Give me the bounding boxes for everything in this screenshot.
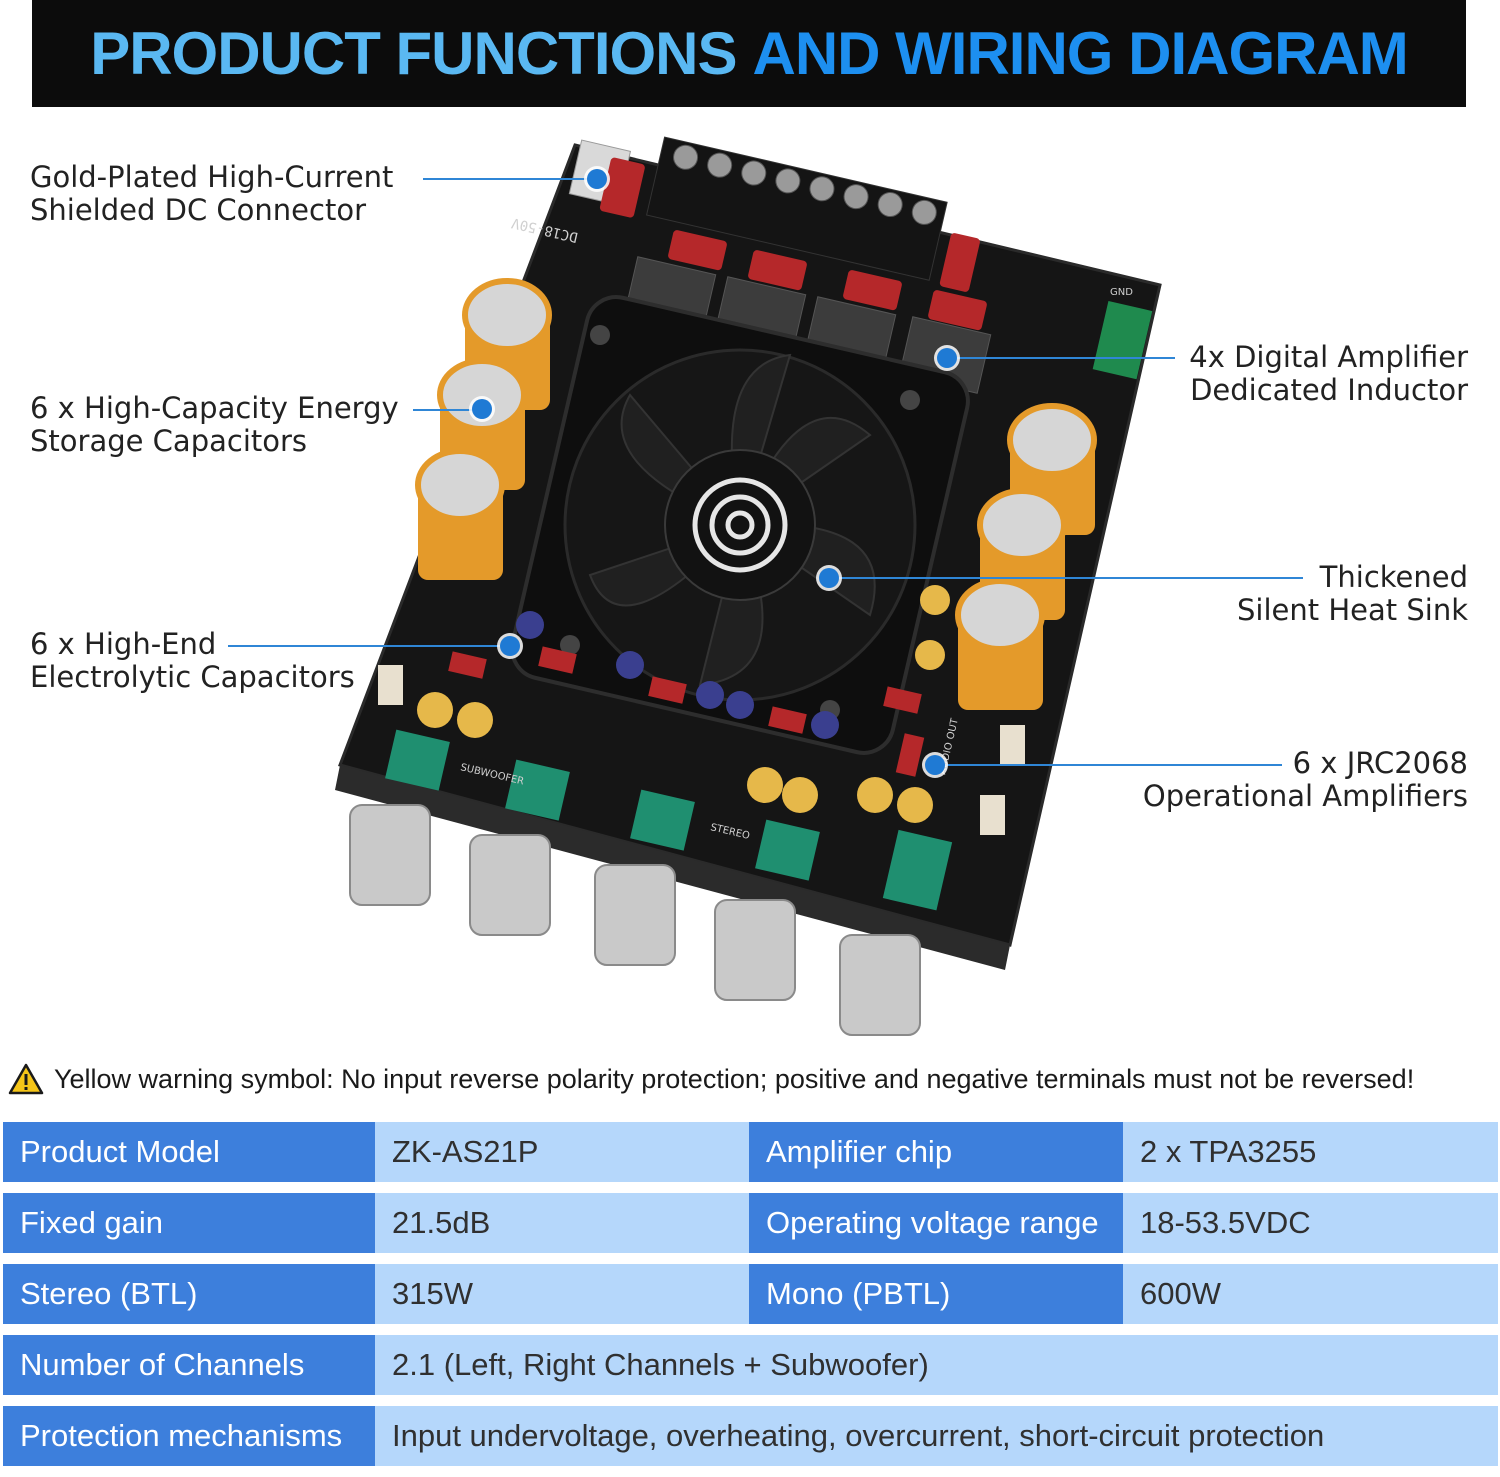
callout-op-amps-line1: 6 x JRC2068 bbox=[1292, 746, 1468, 780]
callout-dot-dc bbox=[587, 169, 607, 189]
spec-value: 2 x TPA3255 bbox=[1123, 1122, 1498, 1182]
spec-key: Protection mechanisms bbox=[3, 1406, 375, 1466]
spec-value: 2.1 (Left, Right Channels + Subwoofer) bbox=[375, 1335, 1498, 1395]
spec-value: 600W bbox=[1123, 1264, 1498, 1324]
callout-op-amps: 6 x JRC2068 Operational Amplifiers bbox=[1143, 747, 1468, 813]
callout-heat-sink: Thickened Silent Heat Sink bbox=[1237, 561, 1468, 627]
spec-table: Product Model ZK-AS21P Amplifier chip 2 … bbox=[3, 1122, 1498, 1477]
cooling-fan-heatsink bbox=[510, 295, 970, 755]
callout-energy-caps: 6 x High-Capacity Energy Storage Capacit… bbox=[30, 392, 399, 458]
page-title-banner: PRODUCT FUNCTIONS AND WIRING DIAGRAM bbox=[32, 0, 1466, 107]
spec-key: Number of Channels bbox=[3, 1335, 375, 1395]
energy-capacitors-right bbox=[955, 403, 1097, 710]
silk-gnd-label: GND bbox=[1110, 287, 1133, 298]
spec-key: Fixed gain bbox=[3, 1193, 375, 1253]
volume-knobs bbox=[349, 804, 921, 1036]
callout-heat-sink-line2: Silent Heat Sink bbox=[1237, 593, 1468, 627]
red-film-capacitors-bottom bbox=[448, 646, 925, 777]
callout-inductor: 4x Digital Amplifier Dedicated Inductor bbox=[1189, 341, 1468, 407]
callout-dot-heat-sink bbox=[819, 568, 839, 588]
callout-dc-line1: Gold-Plated High-Current bbox=[30, 160, 394, 194]
table-row: Stereo (BTL) 315W Mono (PBTL) 600W bbox=[3, 1264, 1498, 1324]
spec-value: 18-53.5VDC bbox=[1123, 1193, 1498, 1253]
table-row: Number of Channels 2.1 (Left, Right Chan… bbox=[3, 1335, 1498, 1395]
callout-inductor-line2: Dedicated Inductor bbox=[1190, 373, 1468, 407]
callout-line-op-amps bbox=[935, 764, 1282, 766]
callout-dot-inductor bbox=[937, 348, 957, 368]
title-part-1: PRODUCT FUNCTIONS bbox=[90, 20, 737, 87]
amplifier-board-svg: DC18-50V GND bbox=[335, 136, 1162, 1036]
callout-op-amps-line2: Operational Amplifiers bbox=[1142, 779, 1468, 813]
callout-dc-connector: Gold-Plated High-Current Shielded DC Con… bbox=[30, 161, 393, 227]
front-panel bbox=[335, 765, 1010, 970]
callout-line-inductor bbox=[947, 357, 1175, 359]
io-connectors bbox=[378, 665, 1025, 835]
amplifier-board-illustration: DC18-50V GND bbox=[330, 135, 1190, 1045]
callout-inductor-line1: 4x Digital Amplifier bbox=[1189, 340, 1468, 374]
electrolytic-capacitors-small bbox=[417, 585, 950, 823]
callout-line-heat-sink bbox=[830, 577, 1303, 579]
warning-triangle-icon bbox=[8, 1063, 44, 1095]
red-film-capacitors-top bbox=[599, 157, 987, 331]
callout-dot-op-amps bbox=[925, 755, 945, 775]
callout-line-energy-caps bbox=[413, 409, 481, 411]
callout-electrolytic-line1: 6 x High-End bbox=[30, 627, 217, 661]
table-row: Protection mechanisms Input undervoltage… bbox=[3, 1406, 1498, 1466]
callout-line-electrolytic bbox=[228, 645, 513, 647]
callout-dc-line2: Shielded DC Connector bbox=[30, 193, 366, 227]
callout-dot-energy-caps bbox=[472, 399, 492, 419]
spec-key: Amplifier chip bbox=[749, 1122, 1123, 1182]
bluetooth-antenna-module bbox=[1092, 300, 1153, 380]
callout-line-dc bbox=[423, 178, 599, 180]
callout-heat-sink-line1: Thickened bbox=[1319, 560, 1468, 594]
callout-electrolytic-line2: Electrolytic Capacitors bbox=[30, 660, 355, 694]
warning-text: Yellow warning symbol: No input reverse … bbox=[54, 1063, 1415, 1094]
table-row: Product Model ZK-AS21P Amplifier chip 2 … bbox=[3, 1122, 1498, 1182]
callout-energy-line2: Storage Capacitors bbox=[30, 424, 308, 458]
spec-key: Operating voltage range bbox=[749, 1193, 1123, 1253]
energy-capacitors-left bbox=[415, 278, 552, 580]
spec-value: 21.5dB bbox=[375, 1193, 749, 1253]
spec-value: Input undervoltage, overheating, overcur… bbox=[375, 1406, 1498, 1466]
callout-dot-electrolytic bbox=[500, 636, 520, 656]
table-row: Fixed gain 21.5dB Operating voltage rang… bbox=[3, 1193, 1498, 1253]
title-part-2: AND WIRING DIAGRAM bbox=[752, 20, 1409, 87]
callout-electrolytic-caps: 6 x High-End Electrolytic Capacitors bbox=[30, 628, 355, 694]
polarity-warning: Yellow warning symbol: No input reverse … bbox=[8, 1060, 1498, 1098]
speaker-terminal-block bbox=[645, 136, 948, 281]
spec-value: ZK-AS21P bbox=[375, 1122, 749, 1182]
spec-value: 315W bbox=[375, 1264, 749, 1324]
spec-key: Product Model bbox=[3, 1122, 375, 1182]
callout-energy-line1: 6 x High-Capacity Energy bbox=[30, 391, 399, 425]
spec-key: Stereo (BTL) bbox=[3, 1264, 375, 1324]
potentiometers bbox=[385, 729, 953, 911]
spec-key: Mono (PBTL) bbox=[749, 1264, 1123, 1324]
